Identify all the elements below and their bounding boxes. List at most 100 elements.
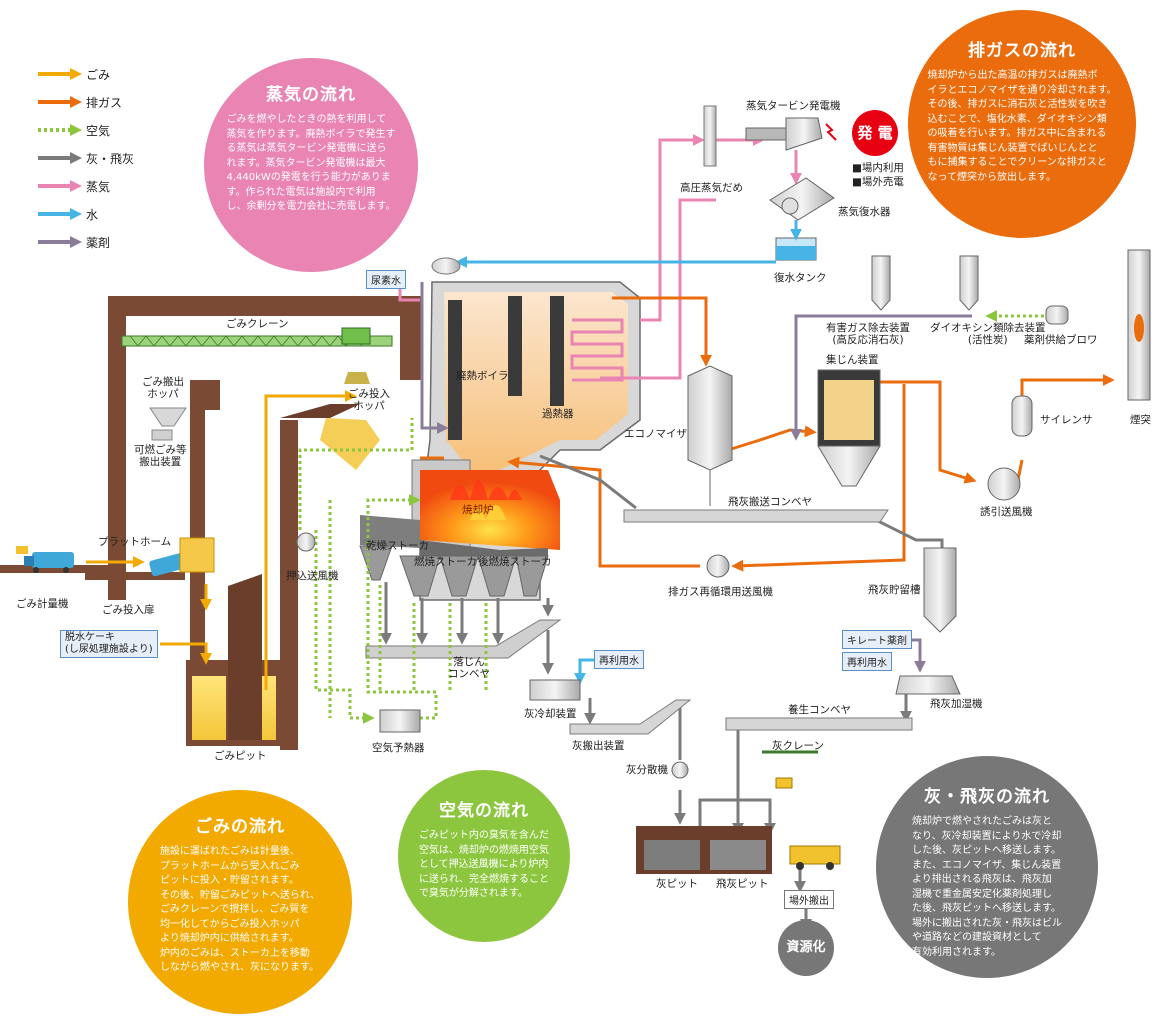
ash-pit-label: 灰ピット	[656, 878, 698, 890]
boiler-incinerator	[411, 281, 641, 601]
body-line: また、エコノマイザ、集じん装置	[912, 859, 1062, 871]
garbage-crane	[121, 327, 393, 384]
dioxin-removal-label: ダイオキシン類除去装置 (活性炭)	[930, 322, 1046, 346]
body-line: 場外に搬出された灰・飛灰はビル	[912, 917, 1062, 929]
hp-steam-drum-label: 高圧蒸気だめ	[680, 182, 743, 194]
body-line: れます。蒸気タービン発電機は最大	[226, 157, 386, 169]
platform-label: プラットホーム	[98, 536, 172, 548]
recirc-fan-label: 排ガス再循環用送風機	[668, 586, 773, 598]
burn-stoker-label: 燃焼ストーカ	[414, 556, 477, 568]
combustible-device-label: 可燃ごみ等 搬出装置	[134, 444, 187, 468]
body-line: ピットに投入・貯留されます。	[159, 875, 299, 886]
ash-cooler-label: 灰冷却装置	[524, 708, 577, 720]
feed-hopper-label: ごみ投入 ホッパ	[348, 388, 390, 412]
air-flow-title: 空気の流れ	[439, 801, 529, 821]
condensate-tank-label: 復水タンク	[774, 272, 827, 284]
legend-item: 灰・飛灰	[38, 150, 134, 166]
body-line: す。作られた電気は施設内で利用	[226, 186, 376, 198]
body-line: 施設に運ばれたごみは計量後、	[159, 846, 300, 857]
body-line: 空気は、焼却炉の燃焼用空気	[418, 844, 549, 856]
superheater-label: 過熱器	[542, 408, 574, 420]
body-line: した後、灰ピットへ移送します。	[912, 845, 1061, 856]
body-line: もに捕集することでクリーンな排ガスと	[927, 157, 1107, 168]
body-line: る蒸気は蒸気タービン発電機に送ら	[226, 143, 387, 154]
economizer-icon	[687, 365, 733, 506]
ash-spreader-label: 灰分散機	[626, 764, 668, 776]
legend-arrow-icon	[38, 208, 82, 220]
garbage-line	[86, 390, 357, 690]
legend-item: 排ガス	[38, 94, 122, 110]
air-preheater-label: 空気予熱器	[372, 742, 425, 754]
induced-fan-label: 誘引送風機	[980, 506, 1033, 518]
garbage-flow-title: ごみの流れ	[195, 817, 285, 837]
body-line: 焼却炉で燃やされたごみは灰と	[912, 816, 1052, 827]
body-line: 湿機で重金属安定化薬剤処理し	[912, 888, 1052, 900]
body-line: より焼却炉内に供給されます。	[159, 933, 299, 944]
air-flow-circle: 空気の流れ ごみピット内の臭気を含んだ空気は、焼却炉の燃焼用空気として押込送風機…	[398, 770, 570, 942]
body-line: に送られ、完全燃焼すること	[418, 873, 550, 885]
body-line: ごみクレーンで撹拌し、ごみ質を	[159, 904, 310, 915]
legend-label: 水	[86, 207, 99, 222]
turbine-icon	[745, 117, 837, 151]
legend-arrow-icon	[38, 236, 82, 248]
ash-discharge-label: 灰搬出装置	[572, 740, 625, 752]
feed-door-label: ごみ投入扉	[102, 604, 155, 616]
legend-item: 空気	[38, 122, 110, 138]
fly-ash-humidifier-label: 飛灰加湿機	[930, 698, 983, 710]
dewatered-cake-label: 脱水ケーキ (し尿処理施設より)	[60, 630, 158, 658]
steam-flow-body: ごみを燃やしたときの熱を利用して蒸気を作ります。廃熱ボイラで発生する蒸気は蒸気タ…	[227, 113, 396, 215]
superheater-coils	[570, 318, 624, 382]
body-line: しながら燃やされ、灰になります。	[159, 962, 320, 973]
body-line: プラットホームから受入れごみ	[159, 860, 300, 872]
garbage-crane-label: ごみクレーン	[226, 318, 289, 330]
legend-item: 薬剤	[38, 234, 110, 250]
power-use-1-label: ■場内利用	[852, 162, 904, 174]
body-line: で臭気が分解されます。	[418, 888, 528, 899]
body-line: 炉内のごみは、ストーカ上を移動	[159, 947, 310, 959]
weighbridge-label: ごみ計量機	[16, 598, 69, 610]
stokers	[359, 515, 549, 597]
fly-ash-pit-label: 飛灰ピット	[716, 878, 769, 890]
offsite-label: 場外搬出	[784, 890, 834, 909]
gas-removal-label: 有害ガス除去装置 (高反応消石灰)	[826, 322, 910, 346]
body-line: 4,440kWの発電を行う能力がありま	[226, 172, 391, 183]
body-line: の吸着を行います。排ガス中に含まれる	[927, 128, 1107, 139]
ash-flow-body: 焼却炉で燃やされたごみは灰となり、灰冷却装置により水で冷却した後、灰ピットへ移送…	[912, 815, 1062, 960]
forced-fan-label: 押込送風機	[286, 570, 339, 582]
body-line: その後、貯留ごみピットへ送られ、	[159, 889, 321, 901]
chelate-label: キレート薬剤	[842, 630, 912, 649]
garbage-flow-body: 施設に運ばれたごみは計量後、プラットホームから受入れごみピットに投入・貯留されま…	[160, 845, 320, 976]
fly-ash-silo-label: 飛灰貯留槽	[868, 584, 921, 596]
legend-label: 灰・飛灰	[86, 151, 135, 166]
air-flow-body: ごみピット内の臭気を含んだ空気は、焼却炉の燃焼用空気として押込送風機により炉内に…	[419, 829, 549, 902]
urea-water-label: 尿素水	[366, 270, 406, 289]
body-line: や道路などの建設資材として	[912, 932, 1042, 943]
legend-arrow-icon	[38, 96, 82, 108]
reuse-water-2-label: 再利用水	[842, 652, 892, 671]
drop-conveyor-label: 落じん コンベヤ	[448, 656, 490, 680]
resource-badge: 資源化	[778, 920, 834, 976]
body-line: より排出される飛灰は、飛灰加	[912, 874, 1052, 885]
body-line: 焼却炉から出た高温の排ガスは廃熱ボ	[927, 70, 1098, 81]
power-badge: 発 電	[852, 110, 898, 156]
waste-boiler-label: 廃熱ボイラ	[456, 370, 509, 382]
dry-stoker-label: 乾燥ストーカ	[366, 540, 429, 552]
body-line: し、余剰分を電力会社に売電します。	[226, 201, 396, 212]
legend-item: 蒸気	[38, 178, 110, 194]
curing-conveyor-label: 養生コンベヤ	[788, 704, 851, 716]
body-line: なり、灰冷却装置により水で冷却	[912, 830, 1062, 842]
steam-flow-title: 蒸気の流れ	[266, 85, 356, 105]
dump-truck-icon	[789, 845, 841, 870]
incinerator-label: 焼却炉	[462, 504, 494, 516]
exhaust-flow-circle: 排ガスの流れ 焼却炉から出た高温の排ガスは廃熱ボイラとエコノマイザを通り冷却され…	[908, 10, 1136, 238]
legend-arrow-icon	[38, 152, 82, 164]
body-line: として押込送風機により炉内	[418, 859, 549, 870]
truck-icon	[16, 546, 74, 573]
chem-blower-label: 薬剤供給ブロワ	[1024, 334, 1098, 346]
chimney-label: 煙突	[1130, 414, 1151, 426]
exhaust-flow-title: 排ガスの流れ	[968, 41, 1076, 61]
legend-arrow-icon	[38, 180, 82, 192]
body-line: 込むことで、塩化水素、ダイオキシン類	[927, 113, 1107, 125]
exhaust-flow-body: 焼却炉から出た高温の排ガスは廃熱ボイラとエコノマイザを通り冷却されます。その後、…	[928, 69, 1117, 185]
